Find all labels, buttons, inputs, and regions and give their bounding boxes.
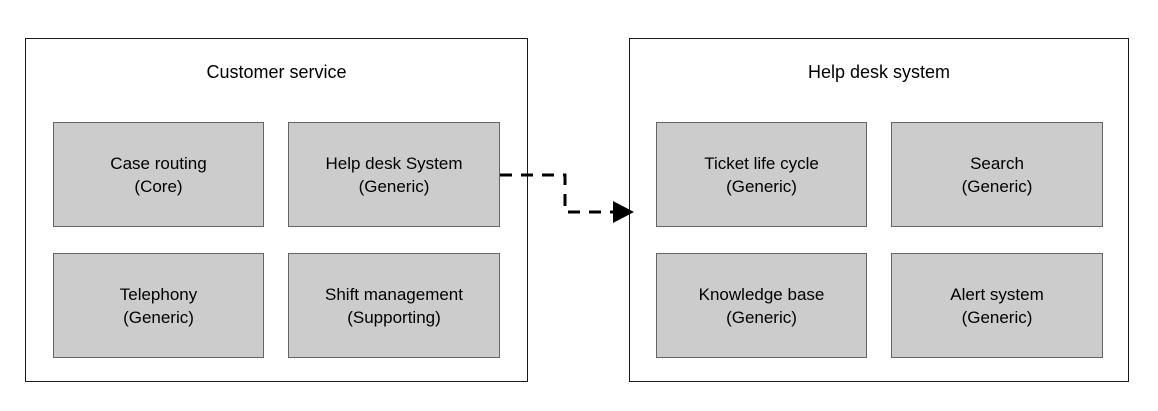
subdomain-type: (Generic) xyxy=(726,176,797,196)
context-title-customer-service: Customer service xyxy=(206,62,347,82)
subdomain-name: Knowledge base xyxy=(698,284,825,304)
subdomain-name: Case routing xyxy=(110,153,207,173)
subdomain-type: (Generic) xyxy=(358,176,430,196)
subdomain-type: (Generic) xyxy=(123,307,194,327)
context-title-help-desk-system: Help desk system xyxy=(807,62,951,82)
context-help-desk-system[interactable]: Help desk system Ticket life cycle (Gene… xyxy=(629,38,1129,382)
subdomain-alert-system[interactable]: Alert system (Generic) xyxy=(891,253,1103,358)
subdomain-help-desk-system[interactable]: Help desk System (Generic) xyxy=(288,122,500,227)
subdomain-name: Ticket life cycle xyxy=(704,153,819,173)
subdomain-case-routing[interactable]: Case routing (Core) xyxy=(53,122,264,227)
subdomain-grid-help-desk-system: Ticket life cycle (Generic) Search (Gene… xyxy=(630,39,1128,381)
subdomain-type: (Generic) xyxy=(961,176,1033,196)
context-customer-service[interactable]: Customer service Case routing (Core) Hel… xyxy=(25,38,528,382)
subdomain-grid-customer-service: Case routing (Core) Help desk System (Ge… xyxy=(26,39,527,381)
subdomain-telephony[interactable]: Telephony (Generic) xyxy=(53,253,264,358)
subdomain-type: (Supporting) xyxy=(347,307,441,327)
subdomain-type: (Generic) xyxy=(961,307,1033,327)
subdomain-name: Alert system xyxy=(950,284,1044,304)
subdomain-name: Help desk System xyxy=(325,153,463,173)
subdomain-search[interactable]: Search (Generic) xyxy=(891,122,1103,227)
subdomain-ticket-life-cycle[interactable]: Ticket life cycle (Generic) xyxy=(656,122,867,227)
subdomain-shift-management[interactable]: Shift management (Supporting) xyxy=(288,253,500,358)
subdomain-type: (Core) xyxy=(134,176,183,196)
subdomain-type: (Generic) xyxy=(726,307,797,327)
subdomain-name: Telephony xyxy=(119,284,198,304)
subdomain-name: Search xyxy=(970,153,1024,173)
subdomain-knowledge-base[interactable]: Knowledge base (Generic) xyxy=(656,253,867,358)
subdomain-name: Shift management xyxy=(325,284,463,304)
